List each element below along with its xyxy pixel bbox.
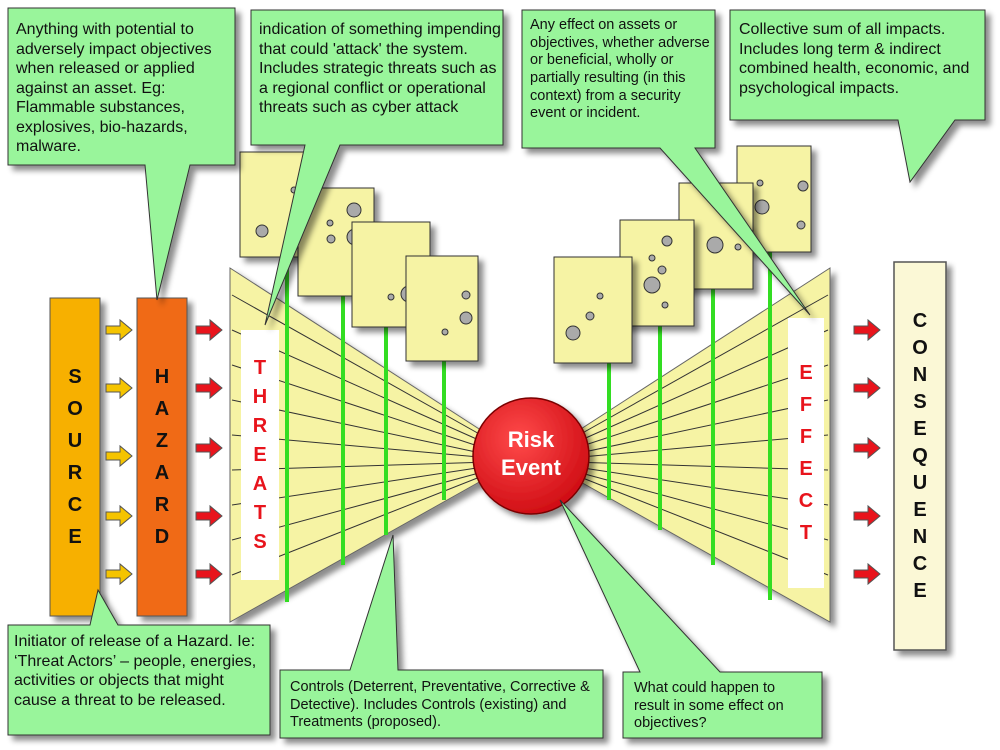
block-letter: E xyxy=(799,362,813,384)
callout-consequence-text: Collective sum of all impacts. Includes … xyxy=(739,21,970,97)
block-letter: E xyxy=(913,418,927,440)
risk-event-line2: Event xyxy=(501,454,561,480)
block-letter: U xyxy=(67,430,83,452)
block-letter: C xyxy=(67,494,83,516)
block-letter: F xyxy=(799,426,813,448)
source-block xyxy=(49,297,101,617)
block-letter: Z xyxy=(155,430,169,452)
block-letter: S xyxy=(68,366,82,388)
callout-threat xyxy=(250,9,504,326)
block-letter: H xyxy=(252,386,268,408)
block-letter: A xyxy=(154,462,170,484)
block-letter: N xyxy=(912,526,928,548)
block-letter: O xyxy=(912,337,928,359)
block-letter: A xyxy=(252,473,268,495)
block-letter: E xyxy=(68,526,82,548)
effect-label-box xyxy=(788,318,824,588)
block-letter: O xyxy=(67,398,83,420)
block-letter: C xyxy=(912,310,928,332)
risk-event-circle xyxy=(472,397,590,515)
threats-label-box xyxy=(241,330,279,580)
risk-event-label: Risk Event xyxy=(473,426,589,481)
callout-effect-text: Any effect on assets or objectives, whet… xyxy=(530,17,710,122)
arrows-hazard-to-threats xyxy=(195,318,223,586)
control-lines-left xyxy=(285,240,446,602)
block-letter: S xyxy=(253,531,267,553)
block-letter: E xyxy=(913,580,927,602)
block-letter: E xyxy=(253,444,267,466)
callout-consequence xyxy=(729,9,986,184)
block-letter: S xyxy=(913,391,927,413)
block-letter: E xyxy=(913,499,927,521)
control-lines-right xyxy=(607,240,772,600)
right-funnel-lines xyxy=(569,294,829,576)
callout-source xyxy=(7,588,271,736)
callout-threat-text: indication of something impending that c… xyxy=(259,21,501,117)
cheese-slices-left xyxy=(239,151,479,362)
block-letter: H xyxy=(154,366,170,388)
callout-source-text: Initiator of release of a Hazard. Ie: ‘T… xyxy=(14,633,257,709)
block-letter: C xyxy=(798,490,814,512)
hazard-block xyxy=(136,297,188,617)
arrows-source-to-hazard xyxy=(105,318,133,586)
callout-risk-event xyxy=(559,499,823,739)
block-letter: R xyxy=(154,494,170,516)
consequence-block xyxy=(893,261,947,651)
block-letter: Q xyxy=(912,445,928,467)
block-letter: T xyxy=(253,357,267,379)
block-letter: E xyxy=(799,458,813,480)
block-letter: C xyxy=(912,553,928,575)
block-letter: F xyxy=(799,394,813,416)
callout-hazard xyxy=(7,7,236,301)
block-letter: D xyxy=(154,526,170,548)
block-letter: R xyxy=(252,415,268,437)
cheese-slice xyxy=(553,256,633,364)
callout-effect xyxy=(521,9,811,316)
callout-controls xyxy=(279,534,604,739)
block-letter: T xyxy=(799,522,813,544)
risk-event-line1: Risk xyxy=(507,427,555,452)
arrows-effect-to-consequence xyxy=(853,318,881,586)
block-letter: T xyxy=(253,502,267,524)
callout-risk-event-text: What could happen to result in some effe… xyxy=(634,680,784,732)
block-letter: R xyxy=(67,462,83,484)
callout-hazard-text: Anything with potential to adversely imp… xyxy=(16,21,212,156)
cheese-slice xyxy=(405,255,479,362)
block-letter: A xyxy=(154,398,170,420)
block-letter: N xyxy=(912,364,928,386)
callout-controls-text: Controls (Deterrent, Preventative, Corre… xyxy=(290,679,590,731)
block-letter: U xyxy=(912,472,928,494)
